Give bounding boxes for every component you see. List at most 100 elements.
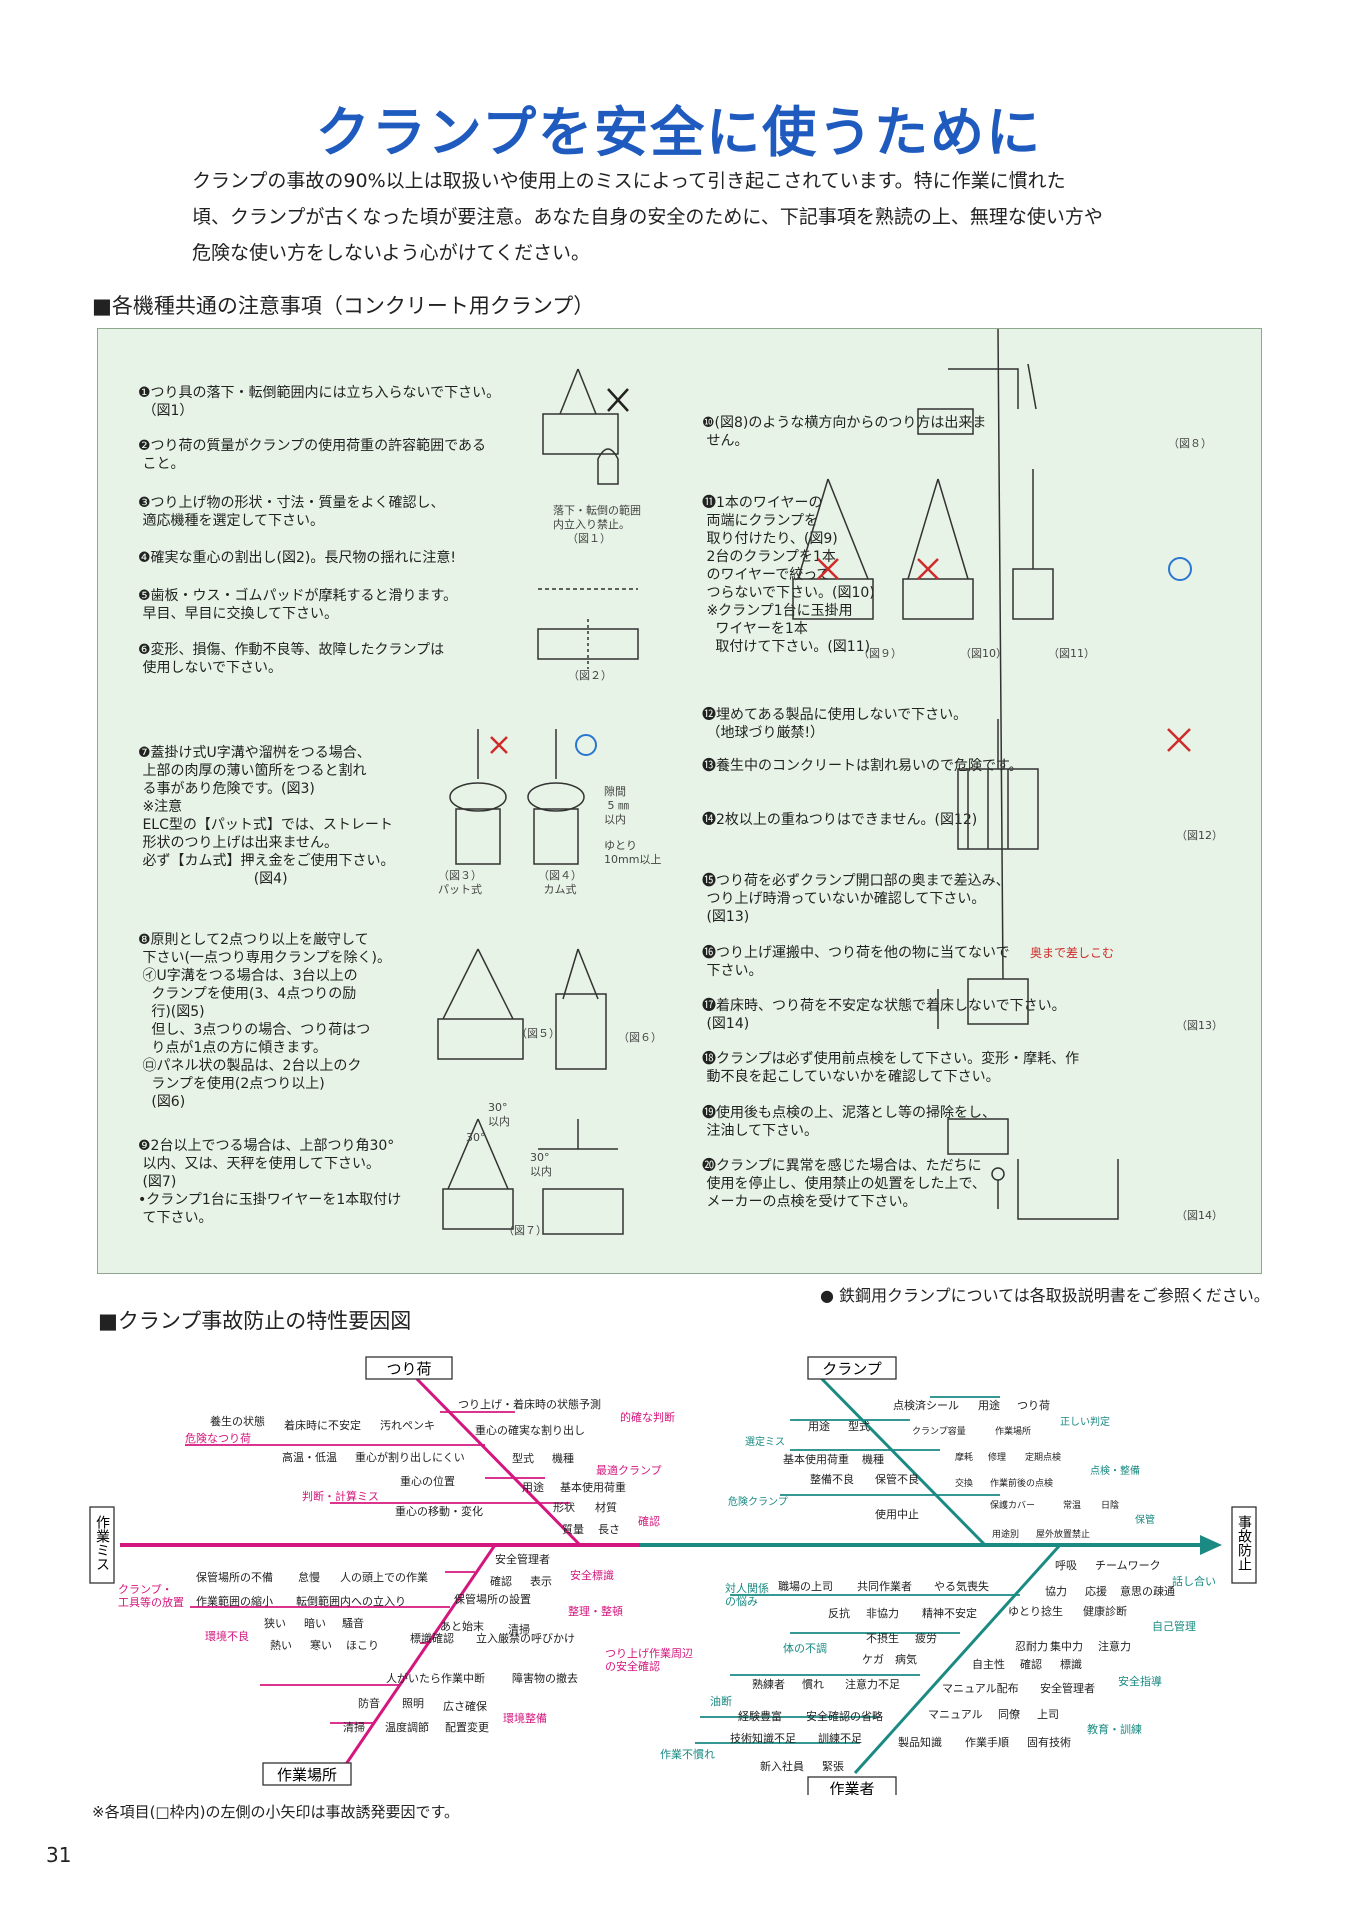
- svg-text:摩耗: 摩耗: [955, 1451, 973, 1463]
- svg-text:不摂生: 不摂生: [866, 1631, 899, 1645]
- figure-2-caption: （図２）: [568, 669, 612, 682]
- svg-text:狭い: 狭い: [264, 1617, 286, 1630]
- arrow-head-icon: [1200, 1535, 1222, 1555]
- category-worker: 作業者: [829, 1780, 874, 1795]
- caution-illustrations: [437, 329, 1192, 1235]
- svg-text:機種: 機種: [862, 1452, 884, 1466]
- category-tsuri: つり荷: [386, 1360, 431, 1378]
- svg-text:清掃: 清掃: [343, 1720, 365, 1734]
- svg-text:騒音: 騒音: [342, 1616, 364, 1630]
- intro-paragraph: クランプの事故の90%以上は取扱いや使用上のミスによって引き起こされています。特…: [192, 163, 1202, 271]
- svg-text:常温: 常温: [1063, 1499, 1081, 1511]
- svg-text:保管場所の不備: 保管場所の不備: [196, 1570, 273, 1584]
- svg-text:防音: 防音: [358, 1696, 380, 1710]
- svg-text:あと始末: あと始末: [440, 1619, 484, 1633]
- figure-13-caption: （図13）: [1176, 1019, 1223, 1032]
- svg-text:暗い: 暗い: [304, 1616, 326, 1630]
- svg-text:危険なつり荷: 危険なつり荷: [185, 1432, 251, 1445]
- svg-text:クランプ・工具等の放置: クランプ・工具等の放置: [118, 1583, 184, 1609]
- yutori-label: ゆとり 10mm以上: [604, 839, 662, 866]
- caution-item-10: ❿(図8)のような横方向からのつり方は出来ま せん。: [702, 415, 987, 449]
- figure-14-caption: （図14）: [1176, 1209, 1223, 1222]
- fishbone-labels-worker: 呼吸 チームワーク 話し合い 対人関係の悩み 職場の上司 共同作業者 やる気喪失…: [660, 1559, 1216, 1773]
- x-mark-icon: [607, 388, 629, 412]
- svg-text:高温・低温: 高温・低温: [282, 1450, 337, 1464]
- figure-1-caption: 落下・転倒の範囲 内立入り禁止。 （図１）: [553, 504, 641, 545]
- svg-text:油断: 油断: [710, 1694, 732, 1708]
- svg-text:整理・整頓: 整理・整頓: [568, 1604, 623, 1618]
- page-title: クランプを安全に使うために: [315, 101, 1043, 164]
- svg-text:標識確認: 標識確認: [410, 1631, 454, 1645]
- svg-text:保管不良: 保管不良: [875, 1472, 919, 1486]
- svg-text:重心の位置: 重心の位置: [400, 1474, 455, 1488]
- svg-text:長さ: 長さ: [598, 1523, 620, 1536]
- svg-text:定期点検: 定期点検: [1025, 1451, 1061, 1463]
- svg-text:保管場所の設置: 保管場所の設置: [454, 1592, 531, 1606]
- figure-6-illustration: [555, 948, 607, 1070]
- svg-text:マニュアル: マニュアル: [928, 1708, 983, 1721]
- svg-text:熟練者: 熟練者: [752, 1677, 785, 1691]
- svg-text:自己管理: 自己管理: [1152, 1619, 1196, 1633]
- svg-text:人の頭上での作業: 人の頭上での作業: [340, 1571, 428, 1584]
- svg-text:協力: 協力: [1045, 1585, 1067, 1598]
- svg-text:寒い: 寒い: [310, 1638, 332, 1652]
- svg-text:養生の状態: 養生の状態: [210, 1414, 265, 1428]
- intro-line: 頃、クランプが古くなった頃が要注意。あなた自身の安全のために、下記事項を熟読の上…: [192, 206, 1103, 228]
- figure-11-caption: （図11）: [1048, 647, 1095, 660]
- svg-text:環境整備: 環境整備: [503, 1711, 547, 1725]
- section-title-fishbone: ■クランプ事故防止の特性要因図: [98, 1309, 412, 1333]
- svg-text:同僚: 同僚: [998, 1708, 1020, 1721]
- svg-text:忍耐力: 忍耐力: [1015, 1640, 1048, 1653]
- figure-8-illustration: [917, 363, 1037, 435]
- angle-label-2: 30°: [466, 1131, 486, 1144]
- svg-text:確認: 確認: [1020, 1657, 1042, 1671]
- angle-label-3: 30° 以内: [530, 1151, 552, 1178]
- steel-clamp-note: ● 鉄鋼用クランプについては各取扱説明書をご参照ください。: [820, 1286, 1270, 1305]
- ok-circle-icon: [575, 734, 597, 756]
- figure-4-illustration: [527, 729, 585, 865]
- gap-label: 隙間 5 ㎜ 以内: [604, 785, 629, 826]
- svg-text:非協力: 非協力: [866, 1607, 899, 1620]
- svg-text:つり上げ・着床時の状態予測: つり上げ・着床時の状態予測: [458, 1397, 601, 1411]
- svg-text:使用中止: 使用中止: [875, 1508, 919, 1521]
- figure-3-caption: （図３） パット式: [438, 869, 482, 896]
- svg-text:対人関係の悩み: 対人関係の悩み: [725, 1581, 769, 1608]
- page-number: 31: [46, 1843, 72, 1867]
- svg-text:訓練不足: 訓練不足: [818, 1731, 862, 1745]
- fishbone-labels-clamp: 点検済シール 用途 つり荷 正しい判定 用途 型式 クランプ容量 作業場所 選定…: [728, 1398, 1155, 1540]
- caution-item-14: ⓮2枚以上の重ねつりはできません。(図12): [702, 812, 978, 828]
- svg-text:屋外放置禁止: 屋外放置禁止: [1036, 1528, 1090, 1540]
- svg-text:作業手順: 作業手順: [965, 1735, 1009, 1749]
- figure-11-illustration: [1012, 469, 1054, 620]
- svg-text:ケガ: ケガ: [862, 1653, 884, 1666]
- svg-text:用途: 用途: [808, 1419, 830, 1433]
- svg-text:着床時に不安定: 着床時に不安定: [284, 1418, 361, 1432]
- svg-text:製品知識: 製品知識: [898, 1735, 942, 1749]
- svg-text:基本使用荷重: 基本使用荷重: [560, 1480, 626, 1494]
- svg-text:確認: 確認: [638, 1514, 660, 1528]
- svg-text:汚れペンキ: 汚れペンキ: [380, 1419, 435, 1432]
- caution-item-5: ❺歯板・ウス・ゴムパッドが摩耗すると滑ります。 早目、早目に交換して下さい。: [138, 588, 458, 622]
- cautions-panel: ❶つり具の落下・転倒範囲内には立ち入らないで下さい。 （図1） ❷つり荷の質量が…: [97, 328, 1262, 1274]
- angle-label: 30° 以内: [488, 1101, 510, 1128]
- svg-text:整備不良: 整備不良: [810, 1472, 854, 1486]
- svg-text:的確な判断: 的確な判断: [620, 1410, 675, 1424]
- svg-text:つり上げ作業周辺の安全確認: つり上げ作業周辺の安全確認: [605, 1647, 693, 1673]
- svg-text:確認: 確認: [490, 1574, 512, 1588]
- svg-text:点検・整備: 点検・整備: [1090, 1464, 1140, 1477]
- svg-text:重心の確実な割り出し: 重心の確実な割り出し: [475, 1423, 585, 1437]
- svg-text:用途: 用途: [978, 1398, 1000, 1412]
- figure-3-illustration: [449, 729, 507, 865]
- ok-circle-icon: [1168, 557, 1192, 581]
- svg-text:配置変更: 配置変更: [445, 1720, 489, 1734]
- svg-text:正しい判定: 正しい判定: [1060, 1415, 1110, 1428]
- caution-item-3: ❸つり上げ物の形状・寸法・質量をよく確認し、 適応機種を選定して下さい。: [138, 495, 445, 529]
- figure-2-illustration: [537, 588, 639, 669]
- svg-text:疲労: 疲労: [915, 1631, 937, 1645]
- svg-text:日陰: 日陰: [1101, 1499, 1119, 1511]
- svg-text:型式: 型式: [512, 1451, 534, 1465]
- svg-text:照明: 照明: [402, 1697, 424, 1710]
- section-title-cautions: ■各機種共通の注意事項（コンクリート用クランプ）: [92, 294, 595, 318]
- svg-text:教育・訓練: 教育・訓練: [1087, 1722, 1142, 1736]
- svg-text:怠慢: 怠慢: [298, 1570, 320, 1584]
